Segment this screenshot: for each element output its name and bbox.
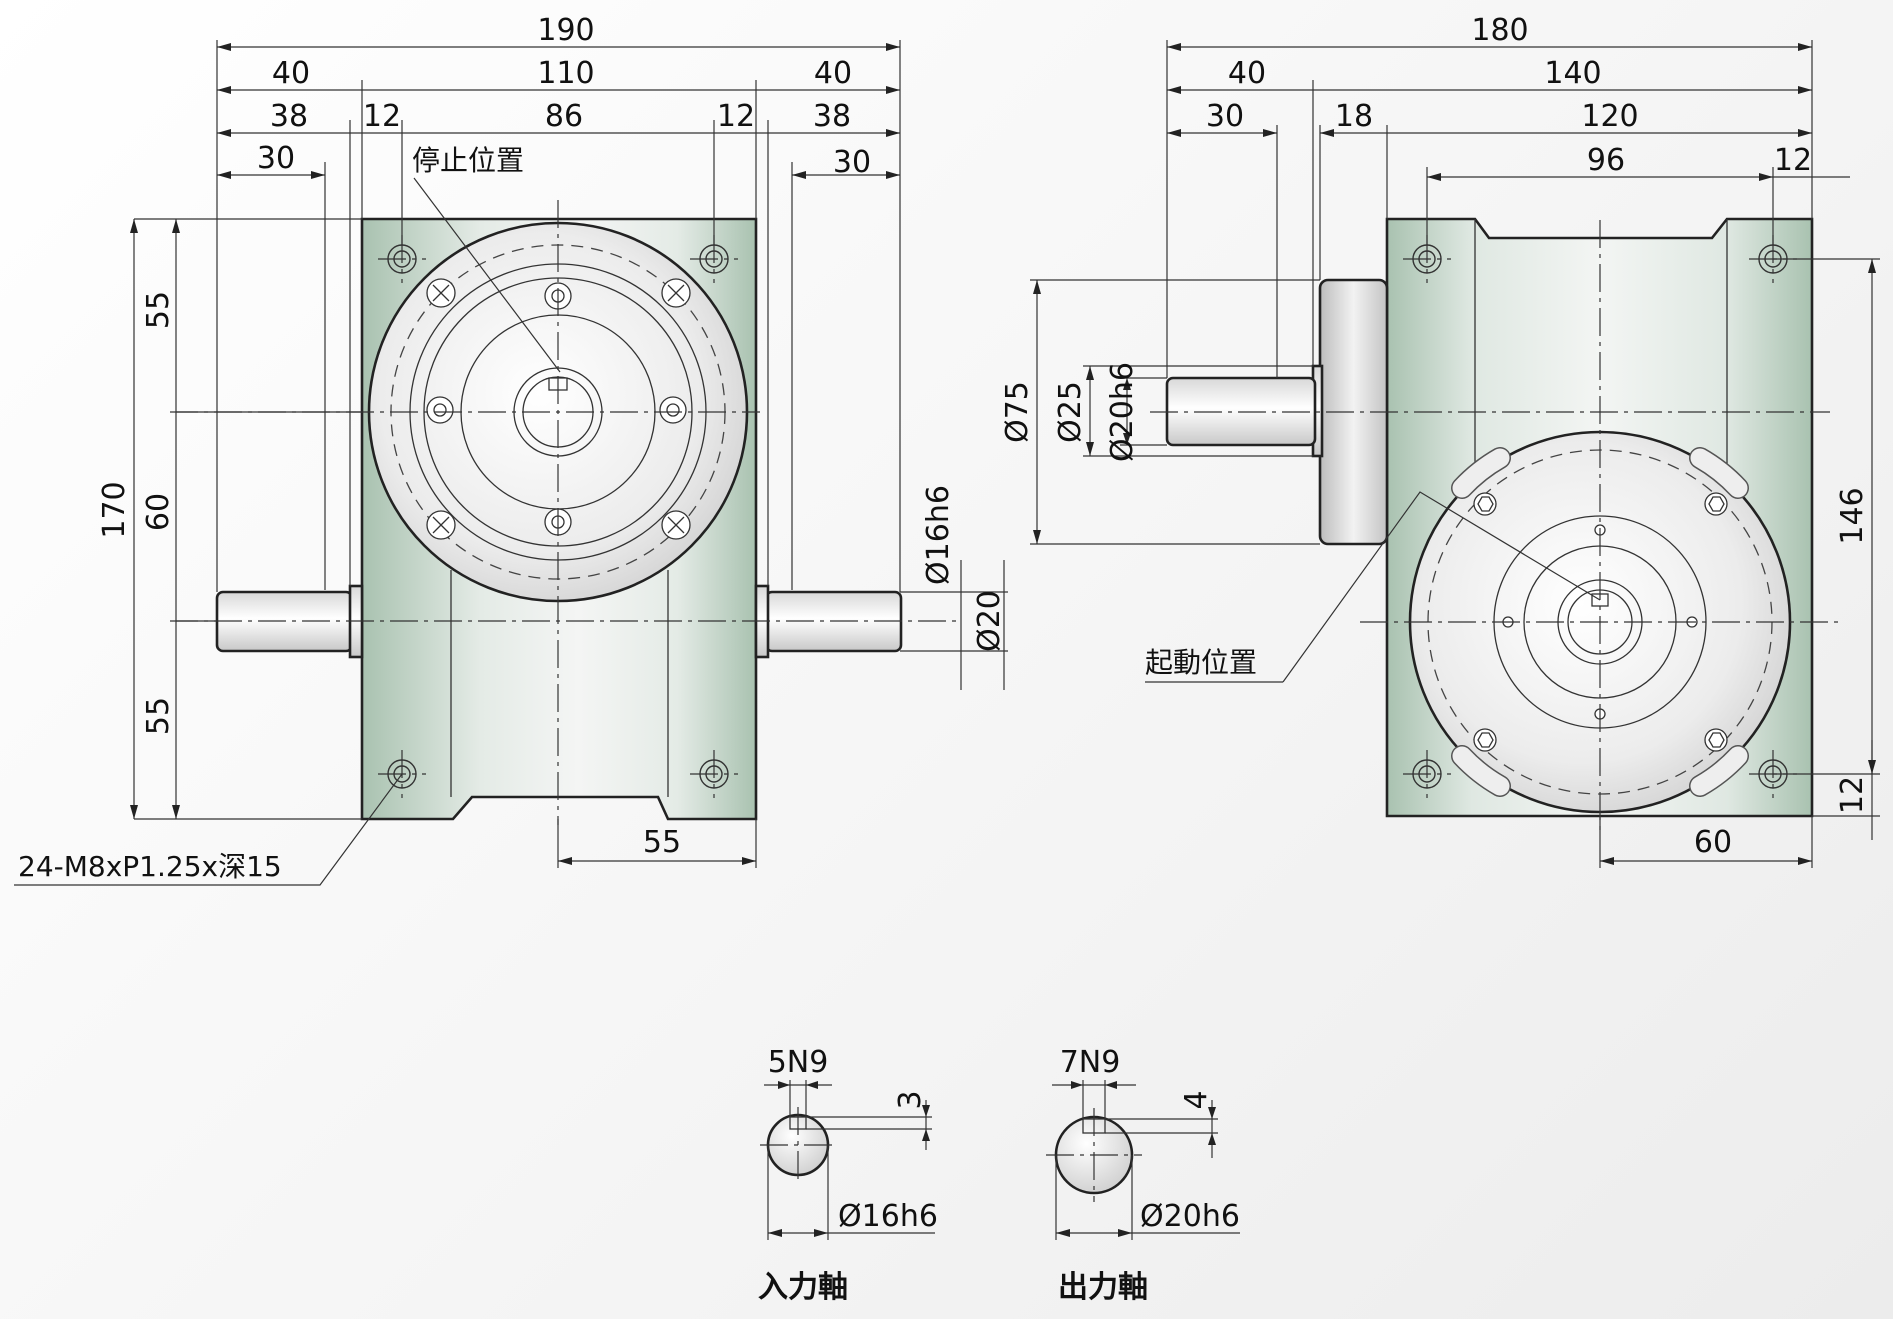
dim-110: 110 (537, 56, 594, 91)
input-keyway-label: 5N9 (768, 1045, 829, 1080)
output-shaft-title: 出力軸 (1058, 1270, 1148, 1305)
dim-60-side: 60 (1694, 825, 1732, 860)
dim-30-side: 30 (1206, 99, 1244, 134)
dim-30-left: 30 (257, 141, 295, 176)
dim-40-left: 40 (272, 56, 310, 91)
dim-60: 60 (141, 493, 176, 531)
dim-38-left: 38 (270, 99, 308, 134)
front-arrowheads (130, 43, 900, 865)
output-keyway-label: 7N9 (1060, 1045, 1121, 1080)
dim-170: 170 (97, 481, 132, 538)
dim-phi16h6-front: Ø16h6 (921, 485, 956, 585)
start-position-label: 起動位置 (1145, 646, 1257, 679)
side-arrowheads (1033, 43, 1876, 865)
disc-bolts (426, 278, 691, 540)
dim-180: 180 (1471, 13, 1528, 48)
dim-120: 120 (1581, 99, 1638, 134)
dim-12-side-right: 12 (1835, 776, 1870, 814)
dim-146: 146 (1835, 487, 1870, 544)
dim-30-right: 30 (833, 145, 871, 180)
dim-96: 96 (1587, 143, 1625, 178)
dim-12-side-top: 12 (1774, 143, 1812, 178)
front-dimension-texts: 190 40 110 40 38 12 86 12 38 30 30 停止位置 … (18, 13, 1007, 883)
dim-phi20h6-side: Ø20h6 (1105, 362, 1140, 462)
input-depth-label: 3 (893, 1090, 928, 1109)
side-dimension-lines (1030, 40, 1880, 868)
side-view (1150, 217, 1840, 832)
dim-38-right: 38 (813, 99, 851, 134)
dim-55-upper: 55 (141, 291, 176, 329)
output-shaft-section: 7N9 4 Ø20h6 出力軸 (1046, 1045, 1240, 1305)
input-shaft-title: 入力軸 (758, 1270, 848, 1305)
dim-86: 86 (545, 99, 583, 134)
dim-140: 140 (1544, 56, 1601, 91)
front-view (170, 200, 960, 825)
dim-phi20-front: Ø20 (972, 590, 1007, 652)
dim-12-right: 12 (717, 99, 755, 134)
side-dimension-texts: 180 40 140 30 18 120 96 12 Ø75 Ø25 Ø20h6… (1000, 13, 1870, 860)
side-disc-slots (1451, 447, 1749, 797)
front-dimension-lines (14, 40, 1008, 886)
dim-40-side: 40 (1228, 56, 1266, 91)
dim-190: 190 (537, 13, 594, 48)
tap-note: 24-M8xP1.25x深15 (18, 850, 282, 883)
dim-40-right: 40 (814, 56, 852, 91)
dim-phi75: Ø75 (1000, 381, 1035, 443)
input-diameter-label: Ø16h6 (838, 1199, 938, 1234)
dim-phi25: Ø25 (1053, 381, 1088, 443)
output-depth-label: 4 (1179, 1090, 1214, 1109)
dim-55-lower: 55 (141, 697, 176, 735)
dim-12-left: 12 (363, 99, 401, 134)
output-diameter-label: Ø20h6 (1140, 1199, 1240, 1234)
dim-18: 18 (1335, 99, 1373, 134)
stop-position-label: 停止位置 (412, 144, 524, 177)
input-shaft-section: 5N9 3 Ø16h6 入力軸 (758, 1045, 938, 1305)
dim-55-bottom: 55 (643, 825, 681, 860)
